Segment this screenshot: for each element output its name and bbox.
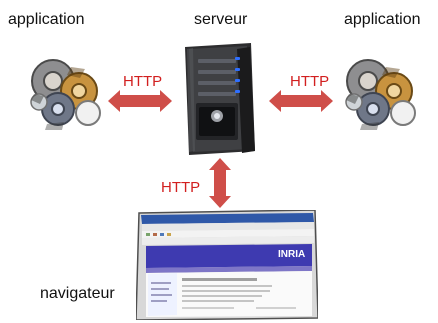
server-label: serveur	[194, 11, 248, 28]
gears-icon	[345, 59, 416, 130]
left-app-graphic	[30, 59, 101, 130]
double-arrow-icon	[108, 90, 172, 112]
http-down-label: HTTP	[161, 179, 201, 196]
right-arrow	[269, 90, 333, 112]
left-app-label: application	[8, 11, 85, 28]
right-app-graphic	[345, 59, 416, 130]
right-app-label: application	[344, 11, 421, 28]
http-left-label: HTTP	[123, 73, 163, 90]
browser-screenshot-icon: INRIA	[136, 210, 318, 320]
server-graphic	[185, 43, 255, 155]
browser-brand: INRIA	[278, 249, 305, 260]
double-arrow-icon	[269, 90, 333, 112]
http-right-label: HTTP	[290, 73, 330, 90]
down-arrow	[209, 158, 231, 208]
browser-graphic: INRIA	[136, 210, 318, 320]
left-arrow	[108, 90, 172, 112]
server-tower-icon	[185, 43, 255, 155]
double-arrow-icon	[209, 158, 231, 208]
gears-icon	[30, 59, 101, 130]
browser-label: navigateur	[40, 285, 115, 302]
